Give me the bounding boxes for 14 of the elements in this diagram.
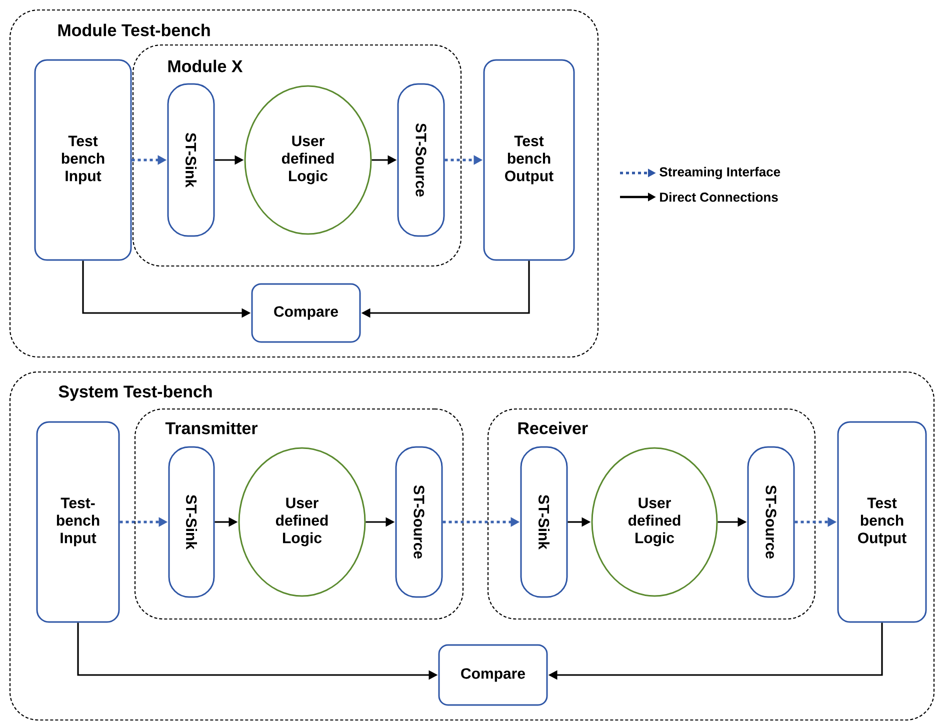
interface-box: ST-Source [395, 446, 443, 598]
interface-box: ST-Source [397, 83, 445, 237]
interface-box: ST-Source [747, 446, 795, 598]
process-box: Test-bench Input [36, 421, 120, 623]
process-box: Test bench Output [483, 59, 575, 261]
compare-box: Compare [438, 644, 548, 706]
process-box: Test bench Input [34, 59, 132, 261]
compare-box: Compare [251, 283, 361, 343]
legend-label: Streaming Interface [660, 166, 780, 180]
interface-box: ST-Sink [168, 446, 215, 598]
interface-box: ST-Sink [167, 83, 215, 237]
interface-box: ST-Sink [520, 446, 568, 598]
process-box: Test bench Output [837, 421, 927, 623]
legend-label: Direct Connections [660, 192, 778, 202]
